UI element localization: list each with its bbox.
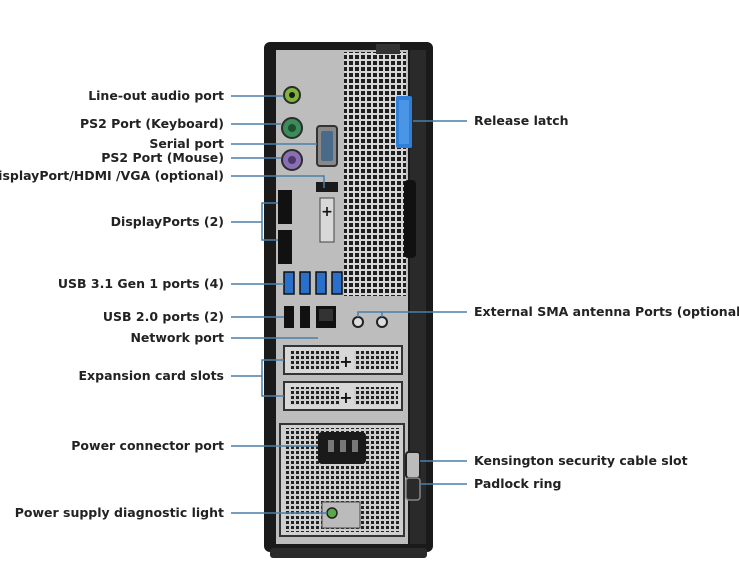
leader-lines: [231, 95, 467, 514]
label-psu-light: Power supply diagnostic light: [14, 505, 224, 520]
label-expansion-slots: Expansion card slots: [78, 368, 224, 383]
chassis-foot: [270, 548, 427, 558]
label-power-connector: Power connector port: [71, 438, 224, 453]
displayport-2: [278, 230, 292, 264]
label-ps2-keyboard: PS2 Port (Keyboard): [79, 116, 224, 131]
usb20-ports: [284, 306, 310, 328]
padlock-ring: [405, 477, 421, 501]
label-usb31: USB 3.1 Gen 1 ports (4): [57, 276, 224, 291]
sma-port-1: [352, 316, 364, 328]
label-sma-antenna: External SMA antenna Ports (optional): [474, 304, 739, 319]
label-usb20: USB 2.0 ports (2): [102, 309, 224, 324]
label-displayports: DisplayPorts (2): [110, 214, 224, 229]
kensington-slot: [405, 451, 421, 479]
label-dp-hdmi-vga: DisplayPort/HDMI /VGA (optional): [0, 168, 224, 183]
label-release-latch: Release latch: [474, 113, 569, 128]
top-vent-grille: [344, 52, 406, 296]
label-network-port: Network port: [130, 330, 224, 345]
label-padlock-ring: Padlock ring: [474, 476, 562, 491]
sma-port-2: [376, 316, 388, 328]
label-line-out: Line-out audio port: [88, 88, 224, 103]
displayport-1: [278, 190, 292, 224]
svg-text:+: +: [321, 204, 333, 220]
side-rail: [410, 50, 426, 544]
label-ps2-mouse: PS2 Port (Mouse): [101, 150, 224, 165]
label-serial-port: Serial port: [149, 136, 224, 151]
svg-text:+: +: [339, 388, 352, 407]
psu-diagnostic-light: [326, 507, 338, 519]
top-handle: [376, 44, 400, 54]
side-handle: [404, 180, 416, 258]
optional-video-port: [316, 182, 338, 192]
svg-text:+: +: [339, 352, 352, 371]
usb31-ports: [283, 271, 343, 295]
label-kensington: Kensington security cable slot: [474, 453, 688, 468]
